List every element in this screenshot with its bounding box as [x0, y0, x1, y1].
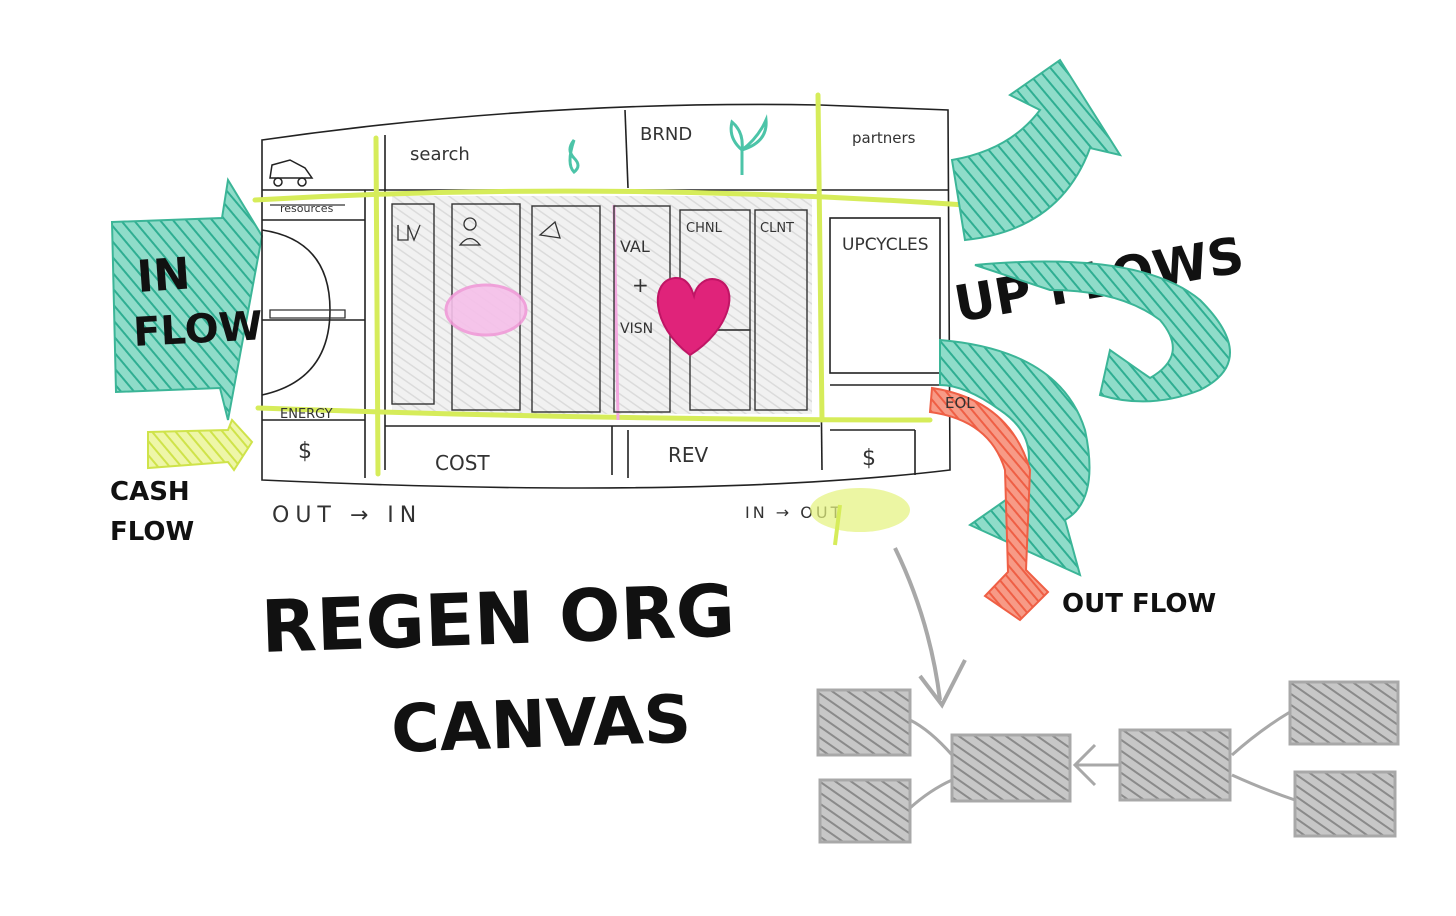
cell-channels: CHNL [686, 221, 723, 236]
heart-icon [656, 276, 731, 357]
cell-partners: partners [852, 129, 916, 147]
cell-cost: COST [435, 451, 490, 475]
cell-upcycles: UPCYCLES [842, 235, 929, 255]
out-flow-label: OUT FLOW [1062, 589, 1216, 619]
eol-label: EOL [945, 394, 975, 412]
in-flow-label-2: FLOW [132, 303, 264, 356]
cell-value-1: VAL [620, 237, 650, 256]
pink-scribble [444, 283, 528, 337]
cell-revenue: REV [668, 443, 709, 467]
title-line-1: REGEN ORG [260, 568, 737, 668]
cell-value-2: + [632, 273, 649, 297]
cash-flow-label-2: FLOW [110, 517, 194, 547]
eol-arrow [928, 386, 1050, 622]
cash-flow-arrow [147, 418, 254, 472]
gray-flow-diagram [816, 547, 1400, 844]
car-icon [269, 159, 314, 187]
cell-brand: BRND [640, 124, 692, 145]
cell-value-3: VISN [620, 321, 653, 337]
cash-flow-label-1: CASH [110, 477, 190, 507]
down-flow-arrow [939, 338, 1091, 577]
up-arrow-top-right [950, 58, 1123, 242]
cell-energy: ENERGY [280, 407, 333, 422]
teal-loop-icon [568, 139, 580, 174]
cell-icons [269, 204, 561, 319]
out-in-caption: OUT → IN [272, 503, 422, 528]
up-flow-loop-arrow [974, 260, 1231, 403]
cell-left-dollar: $ [298, 439, 312, 464]
in-flow-arrow [110, 177, 264, 421]
cell-clients: CLNT [760, 221, 794, 236]
cell-resources: resources [280, 202, 334, 215]
title-line-2: CANVAS [390, 681, 692, 768]
lime-grid-lines [252, 92, 968, 477]
sprout-icon [729, 114, 768, 175]
cell-right-dollar: $ [862, 446, 876, 471]
cell-search: search [410, 144, 470, 165]
in-flow-label-1: IN [135, 248, 192, 303]
lime-highlight [810, 488, 910, 532]
